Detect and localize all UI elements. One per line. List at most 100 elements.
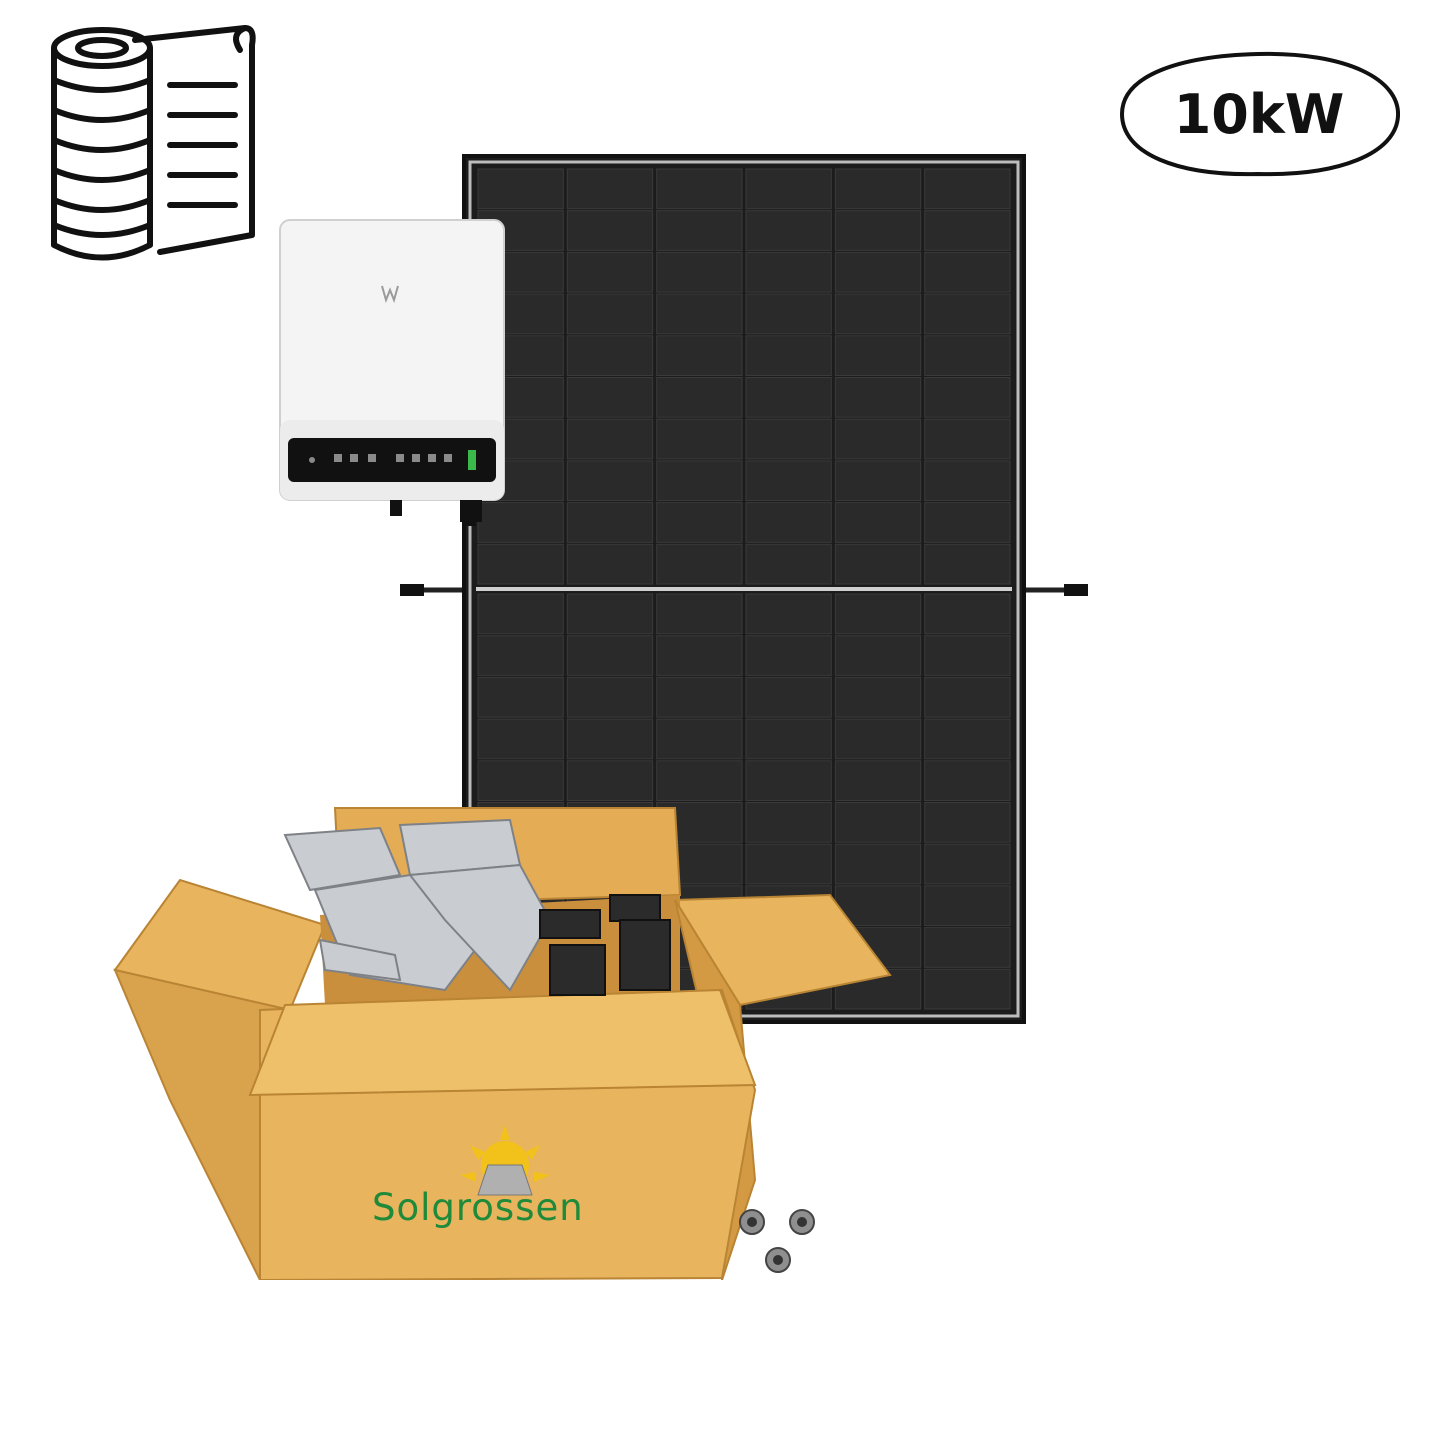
solar-cell (745, 460, 832, 502)
solar-cell (924, 676, 1011, 718)
solar-cell (924, 593, 1011, 635)
solar-cell (745, 418, 832, 460)
solar-cell (834, 377, 922, 418)
brand-name: Solgrossen (372, 1186, 584, 1229)
solar-cell (745, 802, 832, 843)
solar-cell (924, 635, 1011, 676)
solar-cell (924, 168, 1011, 210)
solar-cell (745, 543, 832, 585)
power-label: 10kW (1173, 82, 1345, 146)
solar-cell (834, 418, 922, 460)
solar-cell (834, 210, 922, 251)
solar-cell (566, 502, 654, 543)
solar-cell (656, 760, 743, 801)
solar-cell (924, 251, 1011, 293)
solar-cell (745, 210, 832, 251)
solar-cell (477, 543, 564, 585)
solar-cell (566, 210, 654, 251)
solar-cell (834, 802, 922, 843)
power-badge: 10kW (1118, 50, 1400, 178)
solar-cell (745, 760, 832, 801)
solar-cell (656, 635, 743, 676)
solar-cell (745, 293, 832, 335)
solar-cell (566, 251, 654, 293)
badge-outline (1119, 51, 1400, 177)
solar-cell (656, 293, 743, 335)
solar-cell (566, 418, 654, 460)
solar-cell (656, 460, 743, 502)
inverter (279, 219, 505, 526)
sun-logo-icon (460, 1125, 550, 1196)
solar-cell (834, 593, 922, 635)
solar-cell (477, 502, 564, 543)
solar-cell (566, 718, 654, 760)
solar-cell (745, 593, 832, 635)
solar-cell (834, 460, 922, 502)
solar-cell (745, 251, 832, 293)
solar-cell (745, 676, 832, 718)
solar-cell (566, 543, 654, 585)
solar-cell (745, 635, 832, 676)
solar-cell (477, 676, 564, 718)
solar-cell (566, 293, 654, 335)
solar-cell (656, 718, 743, 760)
solar-cell (924, 502, 1011, 543)
solar-cell (477, 718, 564, 760)
solar-cell (924, 885, 1011, 927)
solar-cell (924, 927, 1011, 968)
solar-cell (834, 885, 922, 927)
solar-cell (745, 168, 832, 210)
solar-cell (656, 377, 743, 418)
solar-cell (924, 210, 1011, 251)
solar-cell (745, 718, 832, 760)
solar-cell (477, 635, 564, 676)
solar-cell (745, 502, 832, 543)
cardboard-box (113, 807, 892, 1280)
screws (739, 1209, 815, 1273)
solar-cell (745, 335, 832, 377)
solar-cell (834, 168, 922, 210)
solar-cell (834, 676, 922, 718)
solar-cell (566, 460, 654, 502)
solar-cell (924, 293, 1011, 335)
solar-cell (924, 418, 1011, 460)
solar-cell (566, 593, 654, 635)
solar-cell (834, 718, 922, 760)
solar-cell (924, 760, 1011, 801)
solar-cell (834, 502, 922, 543)
solar-cell (924, 543, 1011, 585)
solar-cell (566, 635, 654, 676)
solar-cell (656, 335, 743, 377)
solar-cell (834, 335, 922, 377)
solar-cell (656, 502, 743, 543)
solar-cell (656, 543, 743, 585)
solar-cell (924, 802, 1011, 843)
solar-cell (477, 168, 564, 210)
solar-cell (656, 168, 743, 210)
solar-cell (834, 760, 922, 801)
solar-cell (566, 760, 654, 801)
solar-cell (656, 676, 743, 718)
solar-cell (656, 593, 743, 635)
solar-cell (924, 843, 1011, 885)
solar-cell (745, 377, 832, 418)
solar-cell (566, 168, 654, 210)
solar-cell (566, 335, 654, 377)
solar-cell (566, 377, 654, 418)
solar-cell (924, 968, 1011, 1010)
solar-cell (924, 335, 1011, 377)
solar-cell (656, 210, 743, 251)
solar-cell (924, 718, 1011, 760)
solar-cell (656, 418, 743, 460)
solar-cell (924, 460, 1011, 502)
solar-cell (745, 843, 832, 885)
membrane-roll-icon (51, 25, 256, 261)
solar-cell (834, 843, 922, 885)
solar-cell (477, 593, 564, 635)
solar-cell (924, 377, 1011, 418)
solar-cell (834, 293, 922, 335)
solar-cell (834, 251, 922, 293)
solar-cell (834, 635, 922, 676)
solar-cell (834, 543, 922, 585)
solar-cell (566, 676, 654, 718)
